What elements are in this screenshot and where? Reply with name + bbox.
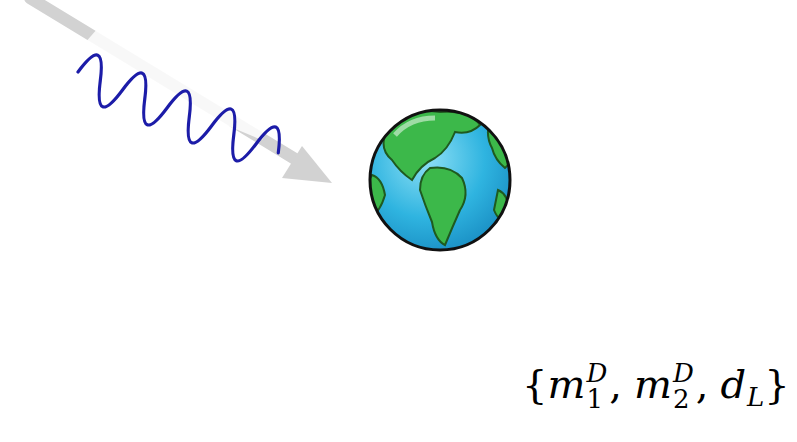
variable: m xyxy=(634,361,672,407)
variable: m xyxy=(547,361,585,407)
separator: , xyxy=(696,361,709,407)
separator: , xyxy=(609,361,622,407)
variable: d xyxy=(720,361,746,407)
superscript: D xyxy=(673,360,694,386)
propagation-arrow xyxy=(30,0,332,183)
brace: { xyxy=(522,361,547,407)
gravitational-wave xyxy=(69,51,287,175)
parameter-set: {mD1,mD2,dL} xyxy=(522,360,790,413)
brace: } xyxy=(764,361,789,407)
subscript: L xyxy=(747,382,764,413)
index-stack: D1 xyxy=(586,360,607,412)
wave-patch xyxy=(70,20,290,140)
index-stack: D2 xyxy=(673,360,694,412)
superscript: D xyxy=(586,360,607,386)
subscript: 2 xyxy=(673,386,690,412)
earth xyxy=(366,110,513,250)
subscript: 1 xyxy=(586,386,603,412)
